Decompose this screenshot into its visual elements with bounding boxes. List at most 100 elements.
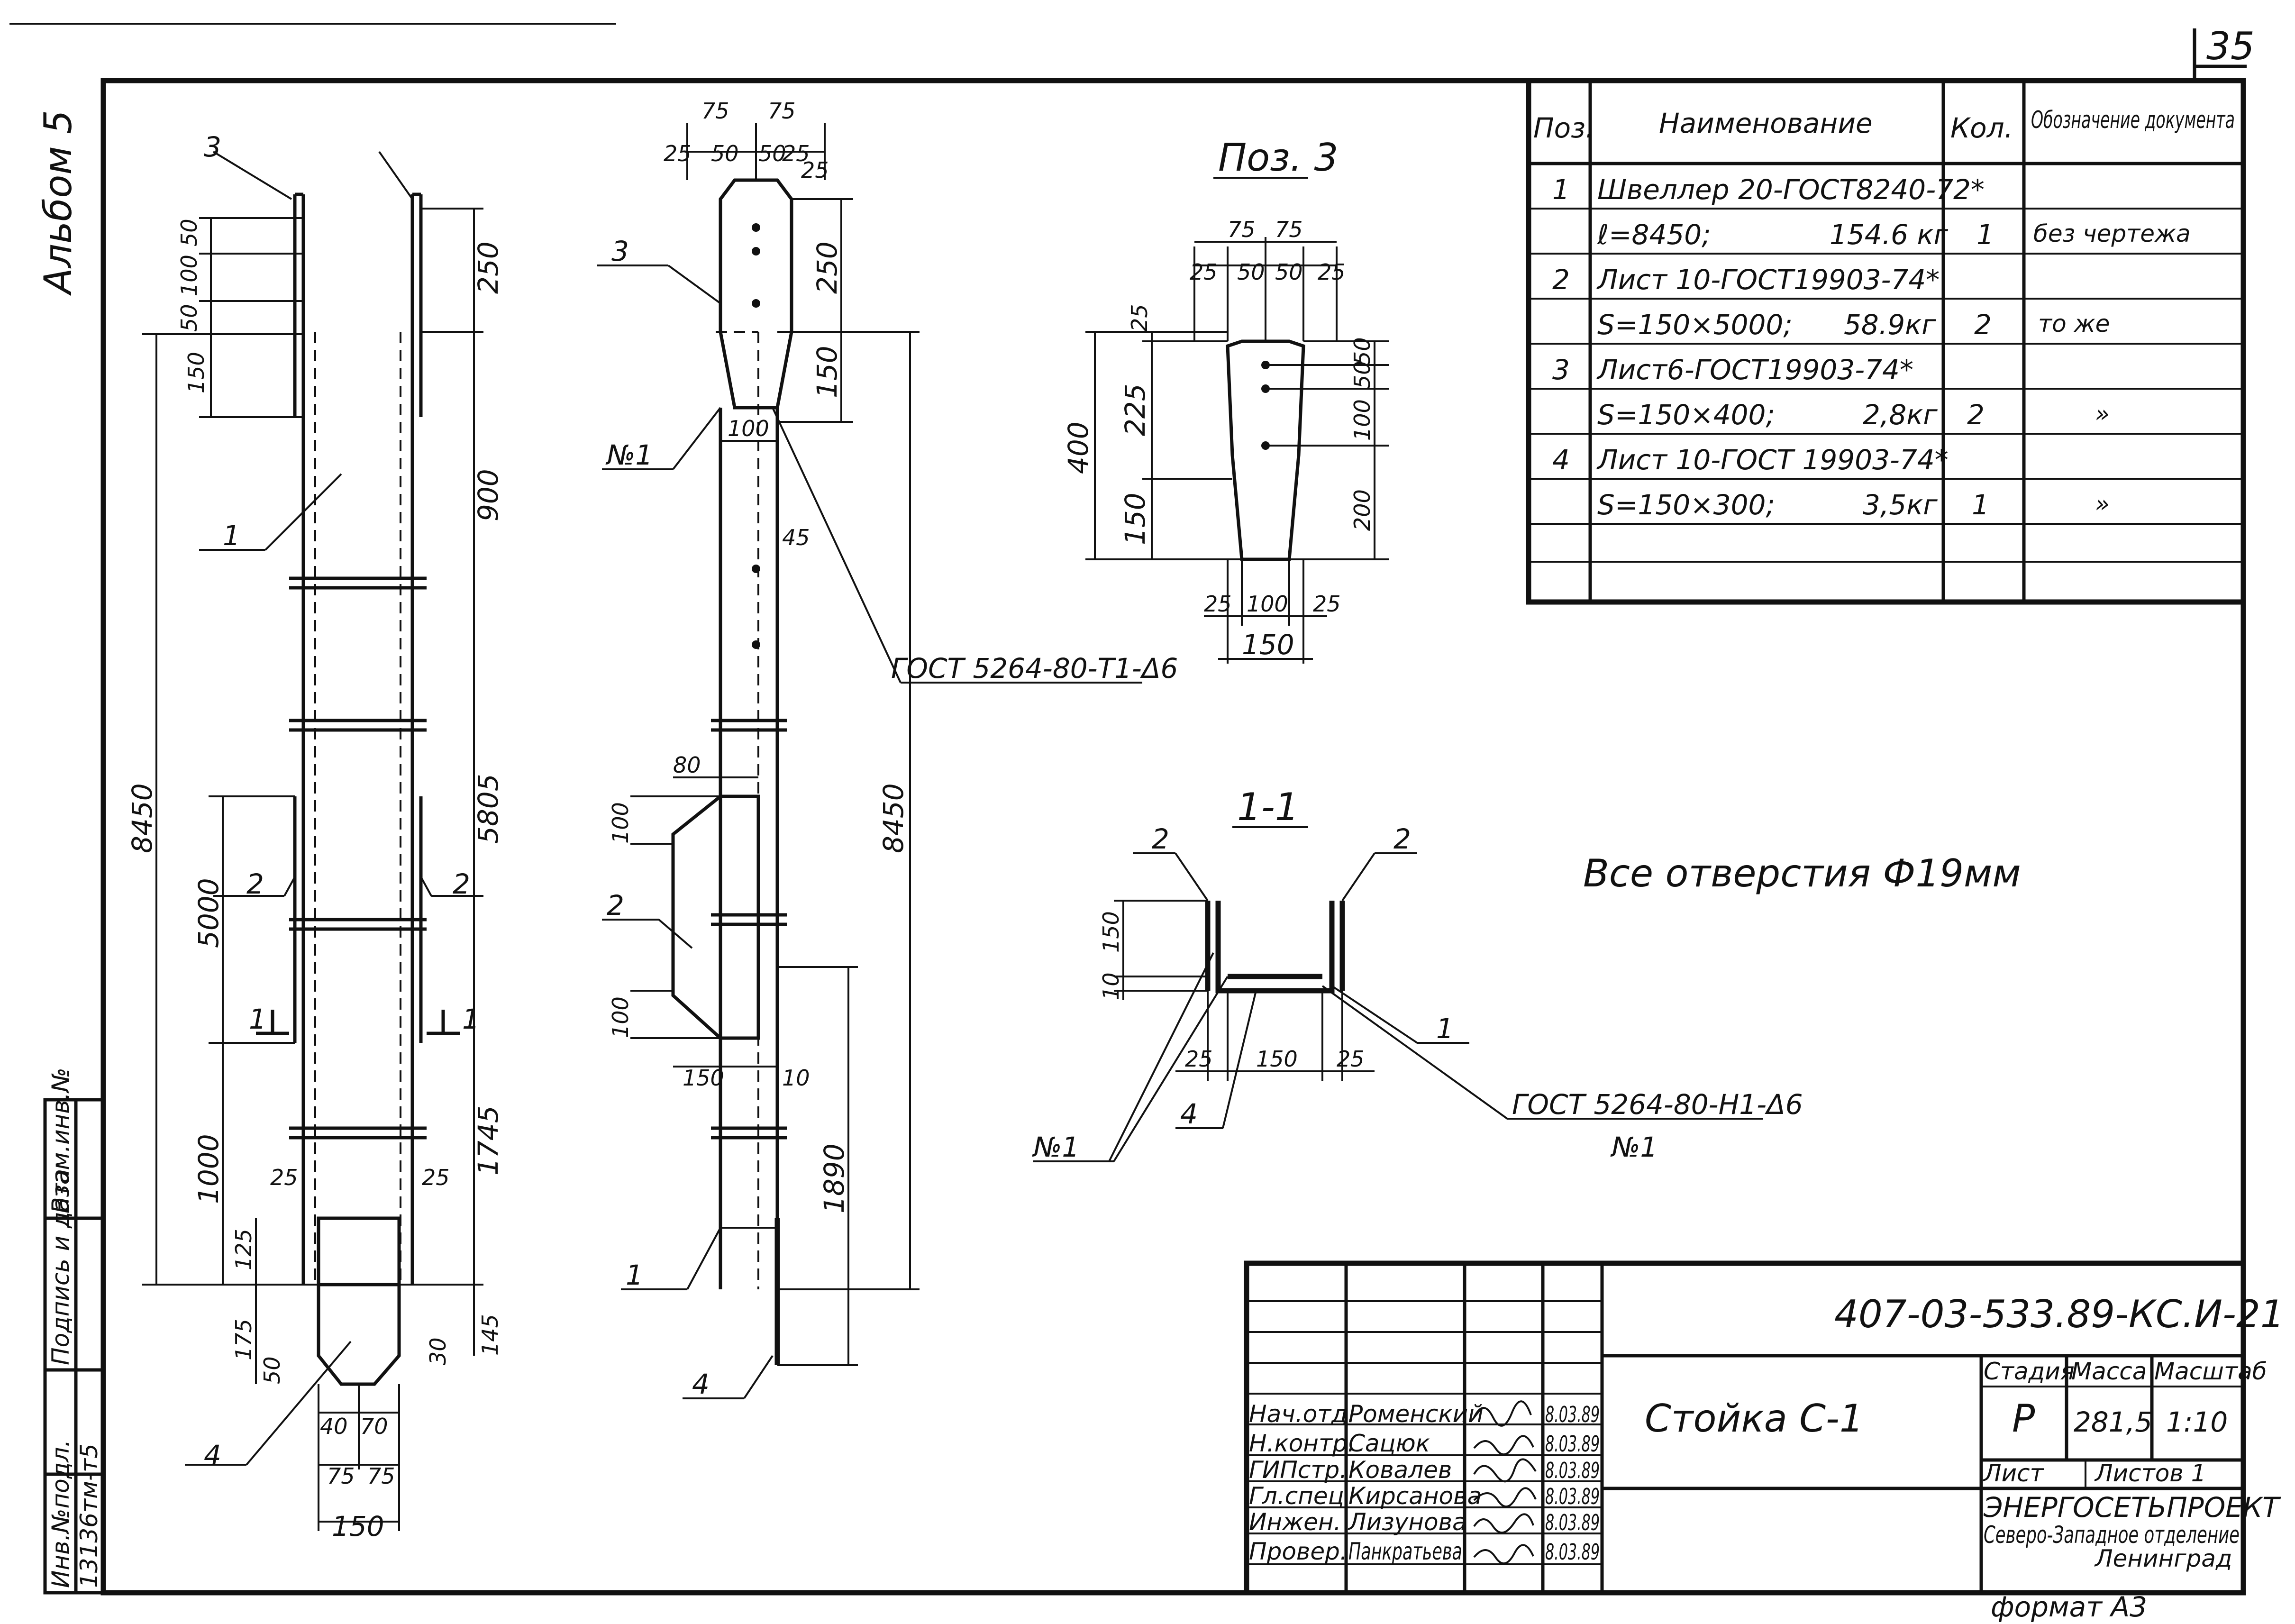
holes-note: Все отверстия Ф19мм — [1583, 851, 2021, 895]
section-dim: 150 — [1256, 1046, 1298, 1072]
spec-row-name: Лист 10-ГОСТ 19903-74* — [1596, 444, 1949, 476]
stage-label: Стадия — [1984, 1358, 2075, 1385]
front-dim: 75 — [327, 1463, 355, 1489]
front-dim: 150 — [332, 1510, 384, 1542]
drawing-title: Стойка С-1 — [1645, 1396, 1864, 1441]
spec-row-qty: 1 — [1976, 219, 1994, 251]
sig-name: Кирсанова — [1348, 1482, 1482, 1510]
front-dim: 1000 — [192, 1134, 225, 1204]
org-city: Ленинград — [2094, 1545, 2232, 1572]
sig-date: 8.03.89 — [1545, 1402, 1600, 1427]
pos3-dim: 400 — [1062, 421, 1094, 474]
signature-scribble — [1473, 1513, 1534, 1534]
front-dim: 3 — [204, 131, 221, 163]
front-dim: 50 — [259, 1356, 285, 1384]
front-dim: 75 — [367, 1463, 395, 1489]
section-dim: 25 — [1337, 1046, 1365, 1072]
front-dim: 1745 — [472, 1105, 504, 1176]
side-dim: 45 — [782, 525, 810, 550]
section-dim: 1 — [1436, 1013, 1454, 1045]
page-number: 35 — [2206, 24, 2255, 68]
org-name: ЭНЕРГОСЕТЬПРОЕКТ — [1983, 1491, 2281, 1524]
side-dim: 10 — [782, 1065, 810, 1091]
front-dim: 150 — [183, 352, 209, 393]
spec-row-pos: 4 — [1552, 444, 1570, 476]
side-dim: 2 — [607, 889, 624, 921]
signature-scribble — [1473, 1435, 1534, 1456]
front-dim: 70 — [360, 1414, 388, 1439]
org-branch: Северо-Западное отделение — [1984, 1521, 2240, 1549]
section-dim: 2 — [1152, 823, 1169, 855]
spec-row-pos: 2 — [1552, 264, 1570, 296]
side-dim: 4 — [692, 1368, 710, 1400]
spec-row-name: Швеллер 20-ГОСТ8240-72* — [1597, 173, 1985, 206]
front-dim: 1 — [223, 520, 240, 552]
pos3-dim: 50 — [1349, 361, 1375, 389]
side-dim: 3 — [611, 235, 629, 267]
sig-role: Гл.спец — [1249, 1482, 1344, 1510]
sig-name: Сацюк — [1348, 1430, 1430, 1457]
spec-row-doc: без чертежа — [2033, 220, 2191, 247]
sheet-label: Лист — [1983, 1460, 2045, 1487]
sig-date: 8.03.89 — [1545, 1484, 1600, 1509]
weld-note-section: ГОСТ 5264-80-Н1-Δ6 — [1512, 1088, 1803, 1121]
sig-date: 8.03.89 — [1545, 1431, 1600, 1457]
spec-row-name: Лист6-ГОСТ19903-74* — [1596, 354, 1913, 386]
pos3-dim: 25 — [1190, 259, 1218, 285]
side-dim: 100 — [608, 802, 633, 844]
weld-note-section-sub: №1 — [1610, 1131, 1658, 1163]
spec-row-name: S=150×300; — [1597, 489, 1775, 521]
side-stamp: Взам.инв.№ Подпись и дата Инв.№подл. 131… — [43, 1067, 105, 1595]
pos3-dim: 50 — [1275, 259, 1303, 285]
spec-row-qty: 2 — [1967, 399, 1985, 431]
pos3-title: Поз. 3 — [1218, 136, 1338, 180]
front-dim: 5000 — [192, 878, 225, 948]
spec-row-mass: 58.9кг — [1844, 309, 1936, 341]
sig-name: Роменский — [1348, 1400, 1484, 1428]
side-dim: 50 — [758, 141, 786, 166]
front-dim: 125 — [231, 1229, 256, 1270]
spec-row-qty: 1 — [1972, 489, 1989, 521]
side-dim: 1 — [626, 1259, 643, 1291]
section-dim: 150 — [1098, 911, 1124, 953]
spec-row-doc: » — [2095, 490, 2110, 518]
side-dim: 75 — [701, 98, 729, 124]
front-dim: 2 — [246, 868, 264, 900]
front-dim: 900 — [472, 469, 504, 521]
side-dim: 75 — [768, 98, 796, 124]
section-title: 1-1 — [1237, 785, 1299, 829]
side-dim: 150 — [683, 1065, 724, 1091]
front-dim: 25 — [422, 1165, 450, 1190]
front-dim: 40 — [320, 1414, 348, 1439]
pos3-dim: 25 — [1204, 591, 1232, 617]
spec-header-name: Наименование — [1659, 107, 1873, 139]
signature-scribble — [1473, 1400, 1532, 1427]
spec-table: Поз. Наименование Кол. Обозначение докум… — [1526, 78, 2246, 605]
front-view: 3 50 100 50 150 250 900 8450 5805 5000 2… — [126, 131, 504, 1542]
spec-row-doc: то же — [2038, 310, 2110, 338]
pos3-dim: 100 — [1349, 399, 1375, 441]
pos3-detail: Поз. 3 75 75 25 50 50 25 — [1062, 136, 1389, 664]
sig-name: Лизунова — [1348, 1508, 1467, 1536]
side-dim: 8450 — [877, 783, 910, 853]
front-dim: 5805 — [472, 774, 504, 844]
side-dim: 100 — [728, 416, 769, 441]
signature-scribble — [1473, 1544, 1534, 1565]
sig-role: Н.контр. — [1249, 1430, 1355, 1457]
mass-label: Масса — [2071, 1358, 2147, 1385]
pos3-dim: 25 — [1318, 259, 1346, 285]
sig-date: 8.03.89 — [1545, 1539, 1600, 1565]
spec-row-name: S=150×5000; — [1597, 309, 1793, 341]
section-dim: 10 — [1098, 972, 1124, 1000]
side-dim: 25 — [782, 141, 810, 166]
spec-row-doc: » — [2095, 400, 2110, 428]
spec-row-mass: 3,5кг — [1863, 489, 1938, 521]
spec-row-name: S=150×400; — [1597, 399, 1775, 431]
side-dim: 25 — [801, 157, 829, 183]
pos3-dim: 50 — [1237, 259, 1265, 285]
format-label: формат А3 — [1991, 1591, 2147, 1623]
pos3-dim: 150 — [1119, 493, 1151, 545]
section-dim: 4 — [1180, 1098, 1198, 1130]
pos3-dim: 225 — [1119, 383, 1151, 436]
